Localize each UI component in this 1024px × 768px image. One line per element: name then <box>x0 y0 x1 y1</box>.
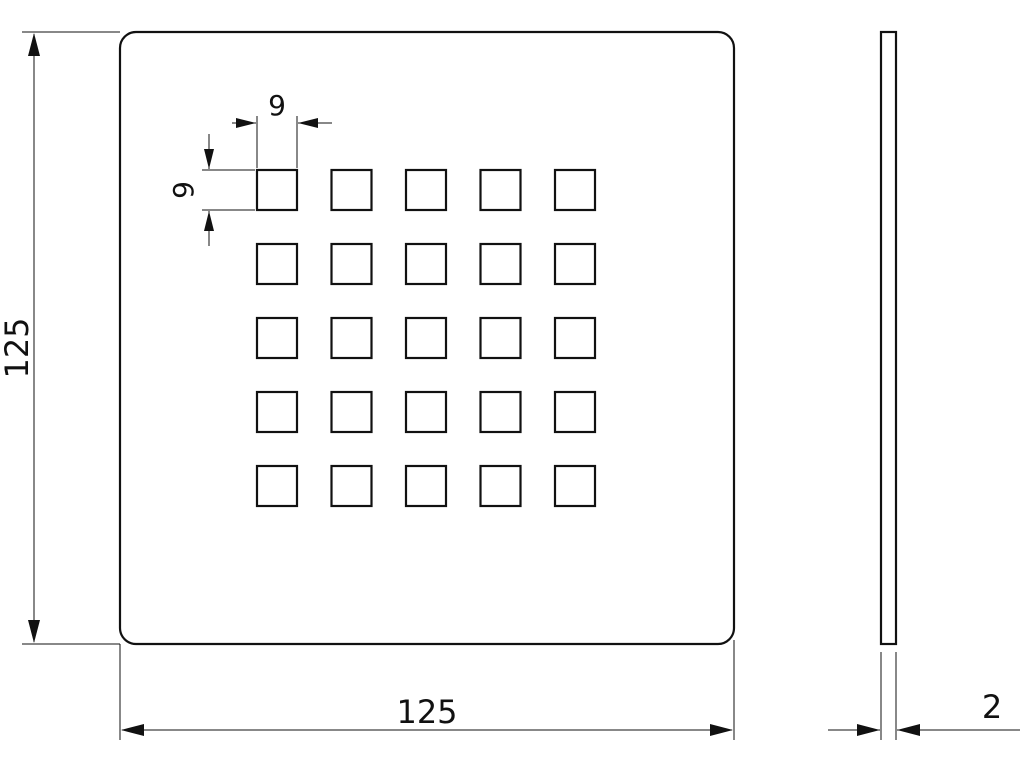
arrowhead-height-top <box>28 33 40 56</box>
square-hole <box>330 316 373 360</box>
arrowhead-hole-width-right <box>298 118 318 128</box>
dimension-hole-width: 9 <box>232 89 332 168</box>
square-hole <box>255 316 299 360</box>
square-hole <box>479 316 522 360</box>
arrowhead-hole-width-left <box>236 118 256 128</box>
square-hole <box>255 464 299 508</box>
square-hole <box>553 316 597 360</box>
dimension-thickness: 2 <box>828 652 1020 740</box>
arrowhead-hole-height-top <box>204 149 214 169</box>
square-hole <box>479 168 522 212</box>
square-hole <box>553 390 597 434</box>
dimension-height: 125 <box>0 31 120 645</box>
dimension-label-height: 125 <box>0 317 36 378</box>
square-hole <box>479 242 522 286</box>
dimension-label-width: 125 <box>396 693 457 731</box>
dimension-width: 125 <box>119 640 735 740</box>
square-hole <box>330 168 373 212</box>
square-hole <box>479 464 522 508</box>
square-hole <box>330 242 373 286</box>
arrowhead-width-left <box>121 724 144 736</box>
square-hole <box>255 168 299 212</box>
arrowhead-height-bottom <box>28 620 40 643</box>
arrowhead-thickness-right <box>897 724 920 736</box>
plate-side-view <box>879 30 898 646</box>
hole-grid <box>255 168 597 508</box>
dimension-label-hole-height: 9 <box>167 181 200 199</box>
square-hole <box>553 464 597 508</box>
square-hole <box>330 390 373 434</box>
dimension-label-thickness: 2 <box>982 688 1002 726</box>
square-hole <box>255 242 299 286</box>
square-hole <box>330 464 373 508</box>
dimension-label-hole-width: 9 <box>268 89 286 122</box>
square-hole <box>404 464 448 508</box>
square-hole <box>404 168 448 212</box>
square-hole <box>553 242 597 286</box>
square-hole <box>553 168 597 212</box>
arrowhead-hole-height-bottom <box>204 211 214 231</box>
arrowhead-thickness-left <box>857 724 880 736</box>
square-hole <box>255 390 299 434</box>
square-hole <box>404 242 448 286</box>
arrowhead-width-right <box>710 724 733 736</box>
square-hole <box>404 390 448 434</box>
square-hole <box>404 316 448 360</box>
plate-front-view <box>118 30 736 646</box>
square-hole <box>479 390 522 434</box>
dimension-hole-height: 9 <box>167 134 255 246</box>
